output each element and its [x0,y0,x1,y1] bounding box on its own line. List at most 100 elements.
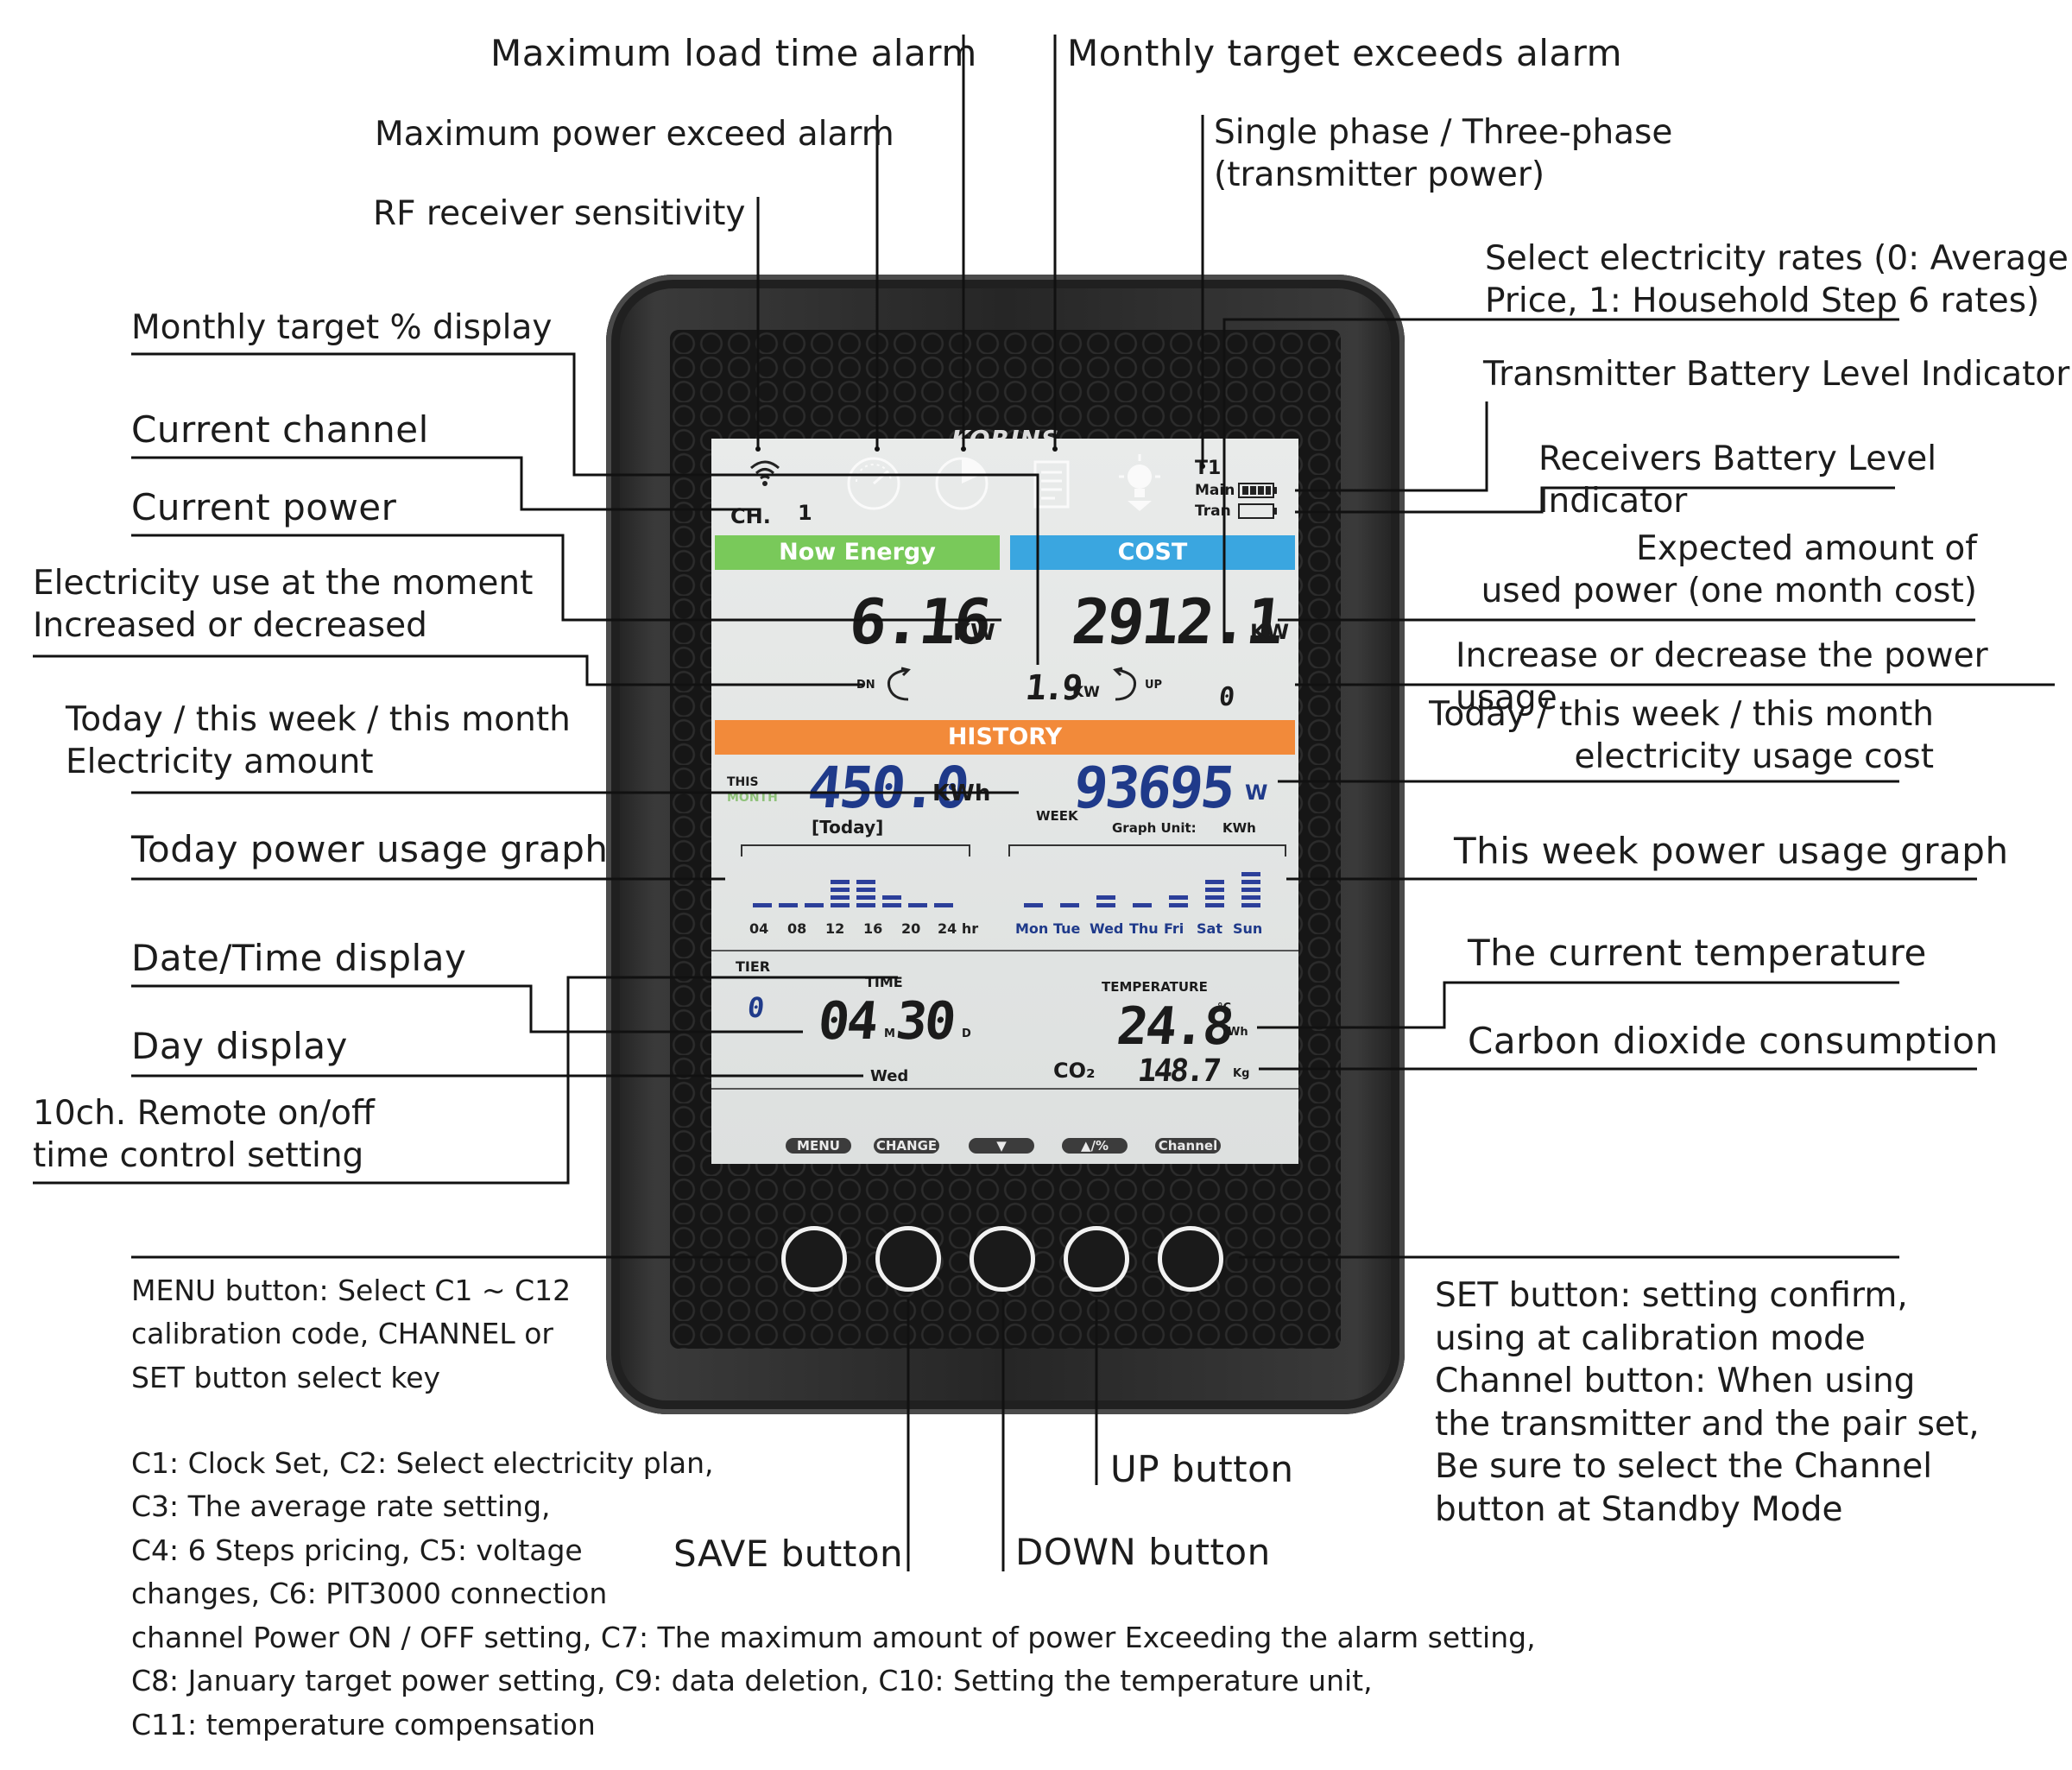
week-day-tick: Fri [1164,920,1184,937]
label-co2: Carbon dioxide consumption [1468,1020,1999,1062]
label-up-button: UP button [1110,1448,1294,1490]
label-monthly-target-exceeds-alarm: Monthly target exceeds alarm [1067,32,1623,74]
label-today-cost: Today / this week / this month electrici… [1429,695,1934,776]
lightbulb-icon [1119,454,1160,511]
set-physical-button[interactable] [1158,1226,1223,1292]
label-day-display: Day display [131,1025,348,1067]
label-set-button: SET button: setting confirm, using at ca… [1435,1276,1980,1529]
label-save-button: SAVE button [673,1533,904,1575]
week-day-tick: Tue [1053,920,1081,937]
today-graph [741,853,967,922]
label-menu-button: MENU button: Select C1 ~ C12 calibration… [131,1274,572,1394]
week-day-tick: Mon [1015,920,1049,937]
co2-unit: Kg [1233,1067,1250,1080]
save-physical-button[interactable] [875,1226,941,1292]
label-max-power-exceed-alarm: Maximum power exceed alarm [375,115,894,154]
lcd-divider [711,950,1298,951]
today-tick: 04 [749,920,769,937]
channel-value: 1 [798,501,812,525]
time-d-label: D [962,1027,971,1040]
today-tick: 20 [901,920,921,937]
label-phase: Single phase / Three-phase (transmitter … [1214,113,1673,194]
week-day-tick: Sun [1233,920,1263,937]
label-date-time: Date/Time display [131,937,467,979]
lcd-channel-label: Channel [1155,1138,1221,1154]
main-battery-label: Main [1195,482,1235,499]
label-transmitter-battery: Transmitter Battery Level Indicator [1483,355,2070,394]
tier-value: 0 [746,991,764,1024]
delta-power-unit: KW [1072,684,1100,701]
week-graph [1008,853,1283,922]
lcd-menu-label: MENU [786,1138,851,1154]
label-current-temp: The current temperature [1468,932,1927,974]
menu-physical-button[interactable] [781,1226,847,1292]
label-receivers-battery: Receivers Battery Level Indicator [1538,439,1937,521]
today-tick: 16 [863,920,883,937]
week-day-tick: Sat [1197,920,1222,937]
co2-label: CO₂ [1053,1059,1096,1083]
lcd-divider [711,1088,1298,1090]
usage-cost-value: 93695 [1070,755,1236,821]
today-graph-bracket [741,844,970,857]
usage-cost-unit: W [1245,781,1268,805]
label-max-load-time-alarm: Maximum load time alarm [490,32,977,74]
max-power-gauge-icon [847,457,900,510]
now-energy-bar: Now Energy [715,535,1000,570]
label-monthly-target-pct: Monthly target % display [131,308,553,347]
co2-value: 148.7 [1135,1053,1221,1089]
label-electricity-use: Electricity use at the moment Increased … [33,564,534,645]
graph-unit-label: Graph Unit: [1112,820,1197,836]
time-label: TIME [865,974,903,990]
label-remote: 10ch. Remote on/off time control setting [33,1094,375,1175]
this-label: THIS [727,775,759,789]
max-load-time-icon [935,457,989,510]
label-expected-amount: Expected amount of used power (one month… [1481,529,1977,610]
label-select-rates: Select electricity rates (0: Average Pri… [1485,239,2069,320]
month-label: MONTH [727,791,778,805]
now-power-unit: KW [953,620,995,646]
tariff-label: T1 [1195,458,1222,479]
today-tick: 12 [825,920,845,937]
week-graph-bracket [1008,844,1286,857]
lcd-up-label: ▲/% [1062,1138,1128,1154]
up-label: UP [1145,679,1163,692]
label-today-amount: Today / this week / this month Electrici… [66,700,571,781]
history-bar: HISTORY [715,720,1295,755]
today-label: [Today] [812,817,884,838]
down-physical-button[interactable] [970,1226,1035,1292]
label-down-button: DOWN button [1015,1531,1271,1573]
week-label: WEEK [1036,808,1078,824]
label-rf-sensitivity: RF receiver sensitivity [373,194,746,233]
label-calibration-codes: C1: Clock Set, C2: Select electricity pl… [131,1446,1536,1742]
temperature-unit: °C [1217,1002,1232,1015]
lcd-change-label: CHANGE [874,1138,939,1154]
week-day-tick: Thu [1129,920,1159,937]
temperature-label: TEMPERATURE [1102,979,1208,995]
day-value: Wed [870,1067,909,1085]
monthly-target-document-icon [1033,460,1070,509]
cost-small-value: 0 [1217,682,1234,712]
today-tick: 24 hr [938,920,979,937]
up-physical-button[interactable] [1064,1226,1129,1292]
label-today-graph: Today power usage graph [131,828,609,870]
rf-signal-icon [750,460,780,486]
cost-bar: COST [1010,535,1295,570]
time-hour: 04 [815,991,879,1052]
graph-unit-value: KWh [1222,820,1256,836]
wh-label: Wh [1228,1026,1248,1039]
main-battery-icon [1238,483,1277,498]
label-current-channel: Current channel [131,408,429,451]
channel-label: CH. [730,504,771,528]
tier-label: TIER [736,958,771,975]
lcd-down-label: ▼ [969,1138,1034,1154]
lcd-screen: CH. 1 T1 Main Tran [711,439,1298,1164]
down-label: DN [856,679,875,692]
monthly-cost-unit: KW [1250,620,1290,644]
transmitter-battery-icon [1238,503,1277,519]
label-week-graph: This week power usage graph [1454,830,2009,872]
history-energy-unit: KWh [932,781,991,806]
increase-arrow-icon [1113,667,1137,701]
decrease-arrow-icon [887,667,911,701]
week-day-tick: Wed [1090,920,1124,937]
